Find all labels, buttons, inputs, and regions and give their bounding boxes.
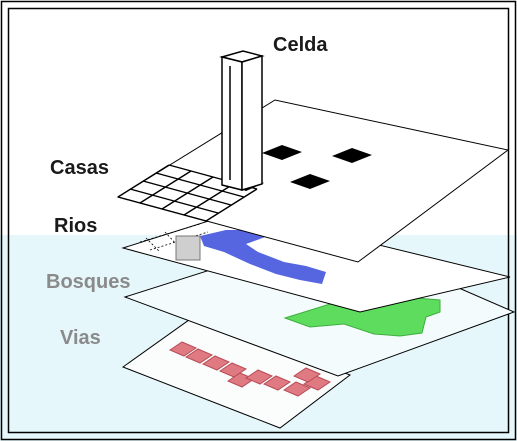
road-block	[292, 367, 322, 383]
label-vias: Vias	[60, 327, 101, 349]
house-block	[332, 148, 372, 163]
rios-grid-remnant	[139, 223, 209, 253]
road-blocks	[168, 341, 332, 397]
label-celda: Celda	[273, 34, 328, 56]
road-block	[262, 375, 292, 391]
house-block	[290, 174, 330, 189]
layer-casas	[116, 50, 510, 263]
label-bosques: Bosques	[46, 271, 130, 293]
layer-rios	[121, 210, 511, 313]
road-block	[184, 348, 214, 364]
label-rios: Rios	[54, 215, 97, 237]
celda-column-side	[241, 54, 263, 192]
road-block	[168, 341, 198, 357]
house-block	[262, 145, 302, 160]
celda-column	[219, 50, 265, 192]
river-shape	[200, 230, 326, 284]
river-source	[175, 235, 201, 261]
road-block	[201, 355, 231, 371]
road-block	[244, 369, 274, 385]
inner-frame	[7, 7, 510, 434]
layer-vias	[121, 314, 352, 429]
celda-column-front	[221, 56, 243, 191]
label-casas: Casas	[50, 157, 109, 179]
road-block	[282, 381, 312, 397]
road-block	[218, 362, 248, 378]
